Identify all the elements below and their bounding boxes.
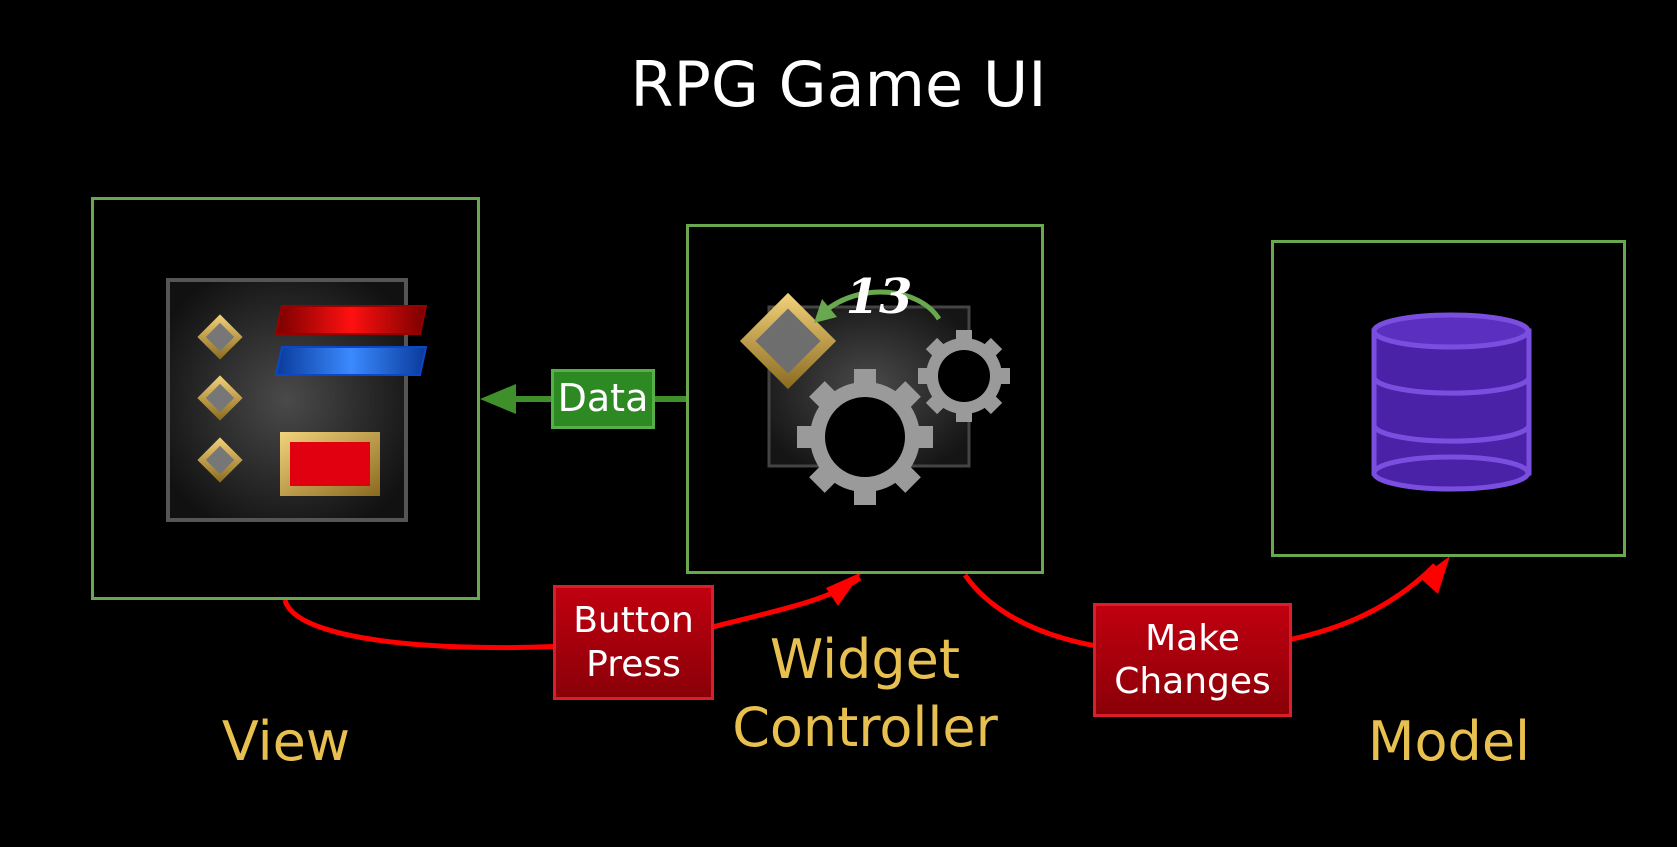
data-tag-label: Data xyxy=(557,376,649,421)
refresh-arrowhead-icon xyxy=(814,299,837,323)
refresh-arrow-icon xyxy=(822,289,942,321)
button-press-arrowhead xyxy=(826,572,862,606)
button-press-line1: Button xyxy=(573,600,694,642)
large-gear-icon xyxy=(797,369,933,505)
model-panel xyxy=(1271,240,1626,557)
controller-caption-line1: Widget xyxy=(769,628,961,691)
model-caption: Model xyxy=(1367,710,1531,773)
make-changes-line1: Make xyxy=(1145,617,1240,659)
database-icon xyxy=(1371,312,1532,492)
mana-bar-icon xyxy=(274,346,428,376)
model-illustration xyxy=(1371,312,1532,492)
button-press-tag: Button Press xyxy=(553,585,714,700)
diamond-button-icon xyxy=(739,292,837,390)
health-bar-icon xyxy=(274,305,428,335)
controller-illustration: 13 xyxy=(739,269,1010,505)
make-changes-arrowhead xyxy=(1420,556,1450,594)
slide-title: RPG Game UI xyxy=(630,48,1047,121)
data-tag: Data xyxy=(551,369,655,429)
controller-caption: Widget Controller xyxy=(710,626,1020,761)
red-button-icon xyxy=(280,432,380,496)
controller-panel: 13 xyxy=(686,224,1044,574)
small-gear-icon xyxy=(918,330,1010,422)
data-arrowhead xyxy=(480,384,516,414)
controller-caption-line2: Controller xyxy=(732,695,998,759)
make-changes-tag: Make Changes xyxy=(1093,603,1292,717)
make-changes-line2: Changes xyxy=(1114,661,1271,702)
view-illustration xyxy=(166,278,428,522)
counter-value: 13 xyxy=(846,269,913,325)
view-caption: View xyxy=(221,710,351,773)
button-press-line2: Press xyxy=(586,643,681,685)
view-panel xyxy=(91,197,480,600)
